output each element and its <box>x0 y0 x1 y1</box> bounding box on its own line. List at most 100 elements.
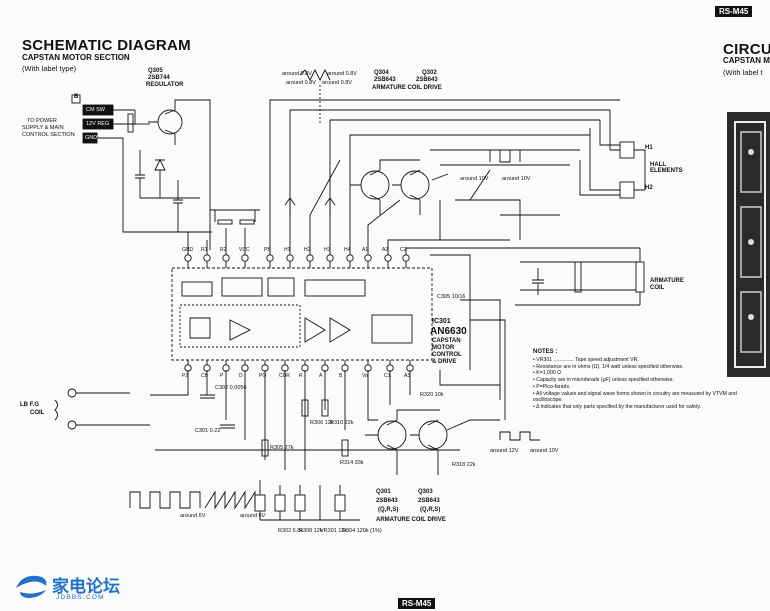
ic-top-pin-1: GND <box>182 247 194 253</box>
hall-h1-label: H1 <box>645 145 653 151</box>
pcb-traces <box>734 121 766 368</box>
q302-part: 2SB643 <box>416 77 438 83</box>
conn-12v: 12V REG <box>86 121 110 127</box>
res-vr301: VR301 12k <box>320 528 348 534</box>
q302-ref: Q302 <box>422 70 437 76</box>
res-r310: R310 22k <box>330 420 354 426</box>
ic301-outline <box>171 267 433 361</box>
wave-top-b: around 0.8V <box>327 71 357 77</box>
conn-cm-sw: CM SW <box>86 107 105 113</box>
conn-gnd: GND <box>85 135 98 141</box>
q304-ref: Q304 <box>374 70 389 76</box>
cap-c301: C301 0.22 <box>195 428 221 434</box>
note-item: Δ indicates that only parts specified by… <box>533 404 768 411</box>
note-item: All voltage values and signal wave forms… <box>533 391 768 405</box>
ic-bottom-pin-7: R <box>299 373 303 379</box>
connector-b-box <box>71 94 81 104</box>
armature-coil-1: ARMATURE <box>650 278 684 284</box>
ic-top-pin-11: A2 <box>382 247 389 253</box>
to-power-3: CONTROL SECTION <box>22 132 75 138</box>
wave-top-c: around 0.8V <box>286 80 316 86</box>
armature-bottom-label: ARMATURE COIL DRIVE <box>376 517 446 523</box>
connector-b-label: B <box>74 94 79 100</box>
ic-top-pin-6: H1 <box>284 247 291 253</box>
waveform-mid <box>489 149 521 163</box>
waveform-top <box>299 68 331 82</box>
q305-ref: Q305 <box>148 68 163 74</box>
section-subtitle: CAPSTAN MOTOR SECTION <box>22 53 130 62</box>
res-r304: R304 120k (1%) <box>342 528 382 534</box>
jdbbs-logo-icon <box>16 575 47 598</box>
watermark-url: JDBBS.COM <box>56 594 105 601</box>
note-item: Capacity are in microfarads (μF) unless … <box>533 377 768 384</box>
fg-coil-2: COIL <box>30 410 45 416</box>
wave-top-a: around 0.8V <box>282 71 312 77</box>
right-panel-subtitle: CAPSTAN M <box>723 56 770 65</box>
q304-transistor <box>360 170 390 200</box>
ic-bottom-pin-8: A <box>319 373 323 379</box>
ic-bottom-pin-11: C1 <box>384 373 391 379</box>
q303-part: 2SB643 <box>418 498 440 504</box>
q305-role: REGULATOR <box>146 82 184 88</box>
q304-part: 2SB643 <box>374 77 396 83</box>
hall-label-2: ELEMENTS <box>650 168 683 174</box>
res-r314: R314 33k <box>340 460 364 466</box>
label-type-note: (With label type) <box>22 64 77 73</box>
to-power-1: TO POWER <box>27 118 57 124</box>
ic-desc-2: MOTOR <box>432 345 455 351</box>
res-r320: R320 10k <box>420 392 444 398</box>
ic-top-pin-3: R2 <box>220 247 227 253</box>
ic-bottom-pin-4: D <box>239 373 243 379</box>
hall-element-h1 <box>619 141 635 159</box>
ic-bottom-pins <box>184 360 414 372</box>
notes-block: NOTES : VR301 .............. Tape speed … <box>533 349 768 411</box>
note-item: K=1,000 Ω <box>533 370 768 377</box>
note-item: Resistance are in ohms (Ω), 1/4 watt unl… <box>533 364 768 371</box>
armature-coil <box>635 261 645 293</box>
ic-top-pin-5: PB <box>264 247 271 253</box>
right-panel-label-type: (With label t <box>723 68 763 77</box>
hall-h2-label: H2 <box>645 185 653 191</box>
notes-list: VR301 .............. Tape speed adjustme… <box>533 357 768 411</box>
q303-ref: Q303 <box>418 489 433 495</box>
waveform-sawtooth <box>204 490 256 510</box>
pcb-layout-strip <box>727 112 770 377</box>
armature-top-label: ARMATURE COIL DRIVE <box>372 85 442 91</box>
ic-desc-3: CONTROL <box>432 352 462 358</box>
res-r306: R306 12k <box>310 420 334 426</box>
watermark-cn: 家电论坛 <box>52 577 120 597</box>
model-badge-bottom: RS-M45 <box>398 598 436 609</box>
ic-part: AN6630 <box>430 326 467 337</box>
hall-label-1: HALL <box>650 162 666 168</box>
ic-bottom-pin-12: A3 <box>404 373 411 379</box>
ic-bottom-pin-10: Vo <box>362 373 368 379</box>
q305-transistor <box>157 109 183 135</box>
cap-c302: C302 0.0056 <box>215 385 247 391</box>
res-r308: R308 12k <box>299 528 323 534</box>
q301-ref: Q301 <box>376 489 391 495</box>
wave-left-a: around 6V <box>180 513 206 519</box>
q302-transistor <box>400 170 430 200</box>
ic-top-pin-4: VCC <box>239 247 250 253</box>
note-item: VR301 .............. Tape speed adjustme… <box>533 357 768 364</box>
ic-bottom-pin-2: CB <box>201 373 208 379</box>
q301-variant: (Q,R,S) <box>378 507 399 513</box>
q305-part: 2SB744 <box>148 75 170 81</box>
q301-transistor <box>377 420 407 450</box>
waveform-square <box>129 491 201 509</box>
hall-element-h2 <box>619 181 635 199</box>
res-r302: R302 6.8k <box>278 528 304 534</box>
notes-heading: NOTES : <box>533 349 558 355</box>
ic-top-pin-12: C2 <box>400 247 407 253</box>
page-title: SCHEMATIC DIAGRAM <box>22 37 191 54</box>
res-r318: R318 22k <box>452 462 476 468</box>
cap-c305: C305 10/16 <box>437 294 466 300</box>
wave-mid-a: around 10V <box>460 176 489 182</box>
to-power-2: SUPPLY & MAIN <box>22 125 64 131</box>
right-panel-title: CIRCU <box>723 41 770 58</box>
ic-bottom-pin-1: PZ <box>182 373 189 379</box>
ic-top-pin-9: H4 <box>344 247 351 253</box>
ic-top-pin-2: R1 <box>201 247 208 253</box>
